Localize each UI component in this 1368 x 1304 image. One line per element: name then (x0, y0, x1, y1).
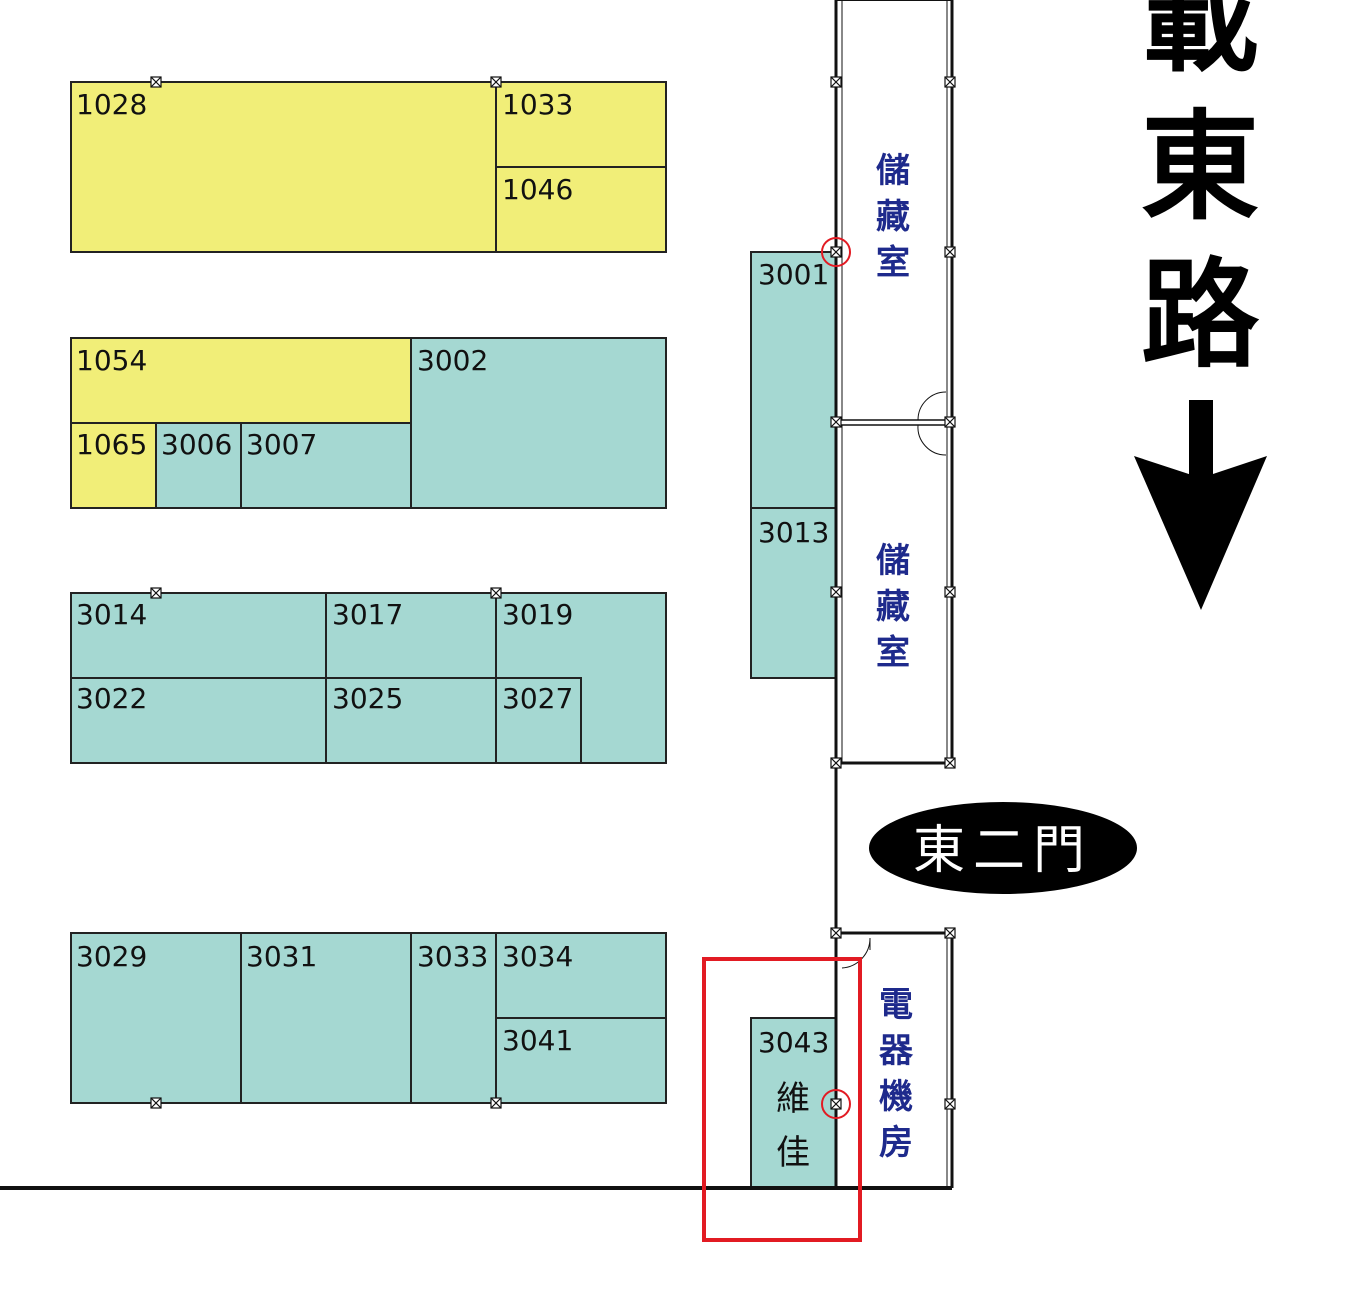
column-marker-cross (830, 586, 842, 598)
label-char: 藏 (876, 587, 910, 627)
booth-number: 1065 (76, 428, 147, 461)
booth-3029[interactable] (70, 932, 242, 1104)
booth-number: 1033 (502, 88, 573, 121)
column-marker-cross (830, 757, 842, 769)
booth-number: 3031 (246, 940, 317, 973)
column-marker-cross (150, 1097, 162, 1109)
label-char: 藏 (876, 197, 910, 237)
booth-number: 3001 (758, 258, 829, 291)
booth-number: 3017 (332, 598, 403, 631)
booth-number: 1054 (76, 344, 147, 377)
building-walls (0, 0, 954, 1190)
booth-3002[interactable] (410, 337, 667, 509)
booth-number: 3006 (161, 428, 232, 461)
booth-number: 3034 (502, 940, 573, 973)
storage-room-label: 儲藏室 (876, 541, 910, 673)
booth-number: 3029 (76, 940, 147, 973)
tenant-char: 佳 (776, 1133, 810, 1173)
booth-number: 3014 (76, 598, 147, 631)
column-markers (150, 76, 956, 1110)
booth-number: 3041 (502, 1024, 573, 1057)
column-marker-cross (490, 1097, 502, 1109)
gate-label: 東二門 (913, 821, 1093, 881)
tenant-name: 維 佳 (776, 1079, 810, 1173)
label-char: 房 (879, 1123, 913, 1163)
east-gate-2[interactable]: 東二門 (869, 802, 1137, 894)
booth-number: 3025 (332, 682, 403, 715)
storage-room-label: 儲藏室 (876, 151, 910, 283)
booth-number: 3007 (246, 428, 317, 461)
booth-3031[interactable] (240, 932, 412, 1104)
label-char: 載 (1141, 0, 1259, 88)
label-char: 路 (1141, 246, 1260, 384)
column-marker-cross (944, 586, 956, 598)
booth-3006[interactable] (155, 422, 242, 509)
column-marker-cross (830, 76, 842, 88)
booth-3022[interactable] (70, 677, 327, 764)
booth-numbers: 1028 1033 1046 1054 1065 3002 3006 3007 … (76, 88, 829, 1059)
booth-1054[interactable] (70, 337, 412, 424)
column-marker-cross (944, 416, 956, 428)
label-char: 儲 (876, 541, 910, 581)
column-marker-cross (944, 757, 956, 769)
column-marker-cross (944, 76, 956, 88)
label-char: 儲 (876, 151, 910, 191)
booth-number: 1028 (76, 88, 147, 121)
label-char: 東 (1141, 98, 1259, 236)
column-marker-cross (944, 1098, 956, 1110)
booth-number: 1046 (502, 173, 573, 206)
booth-3007[interactable] (240, 422, 412, 509)
booth-number: 3022 (76, 682, 147, 715)
booth-1033[interactable] (495, 81, 667, 168)
arrow-down-icon (1134, 400, 1267, 610)
highlight-booth-number: 3043 (758, 1026, 829, 1059)
label-char: 機 (879, 1077, 913, 1117)
highlight-box (702, 957, 862, 1242)
booth-3041[interactable] (495, 1017, 667, 1104)
booth-3017[interactable] (325, 592, 497, 679)
column-marker-cross (830, 1098, 842, 1110)
label-char: 室 (876, 243, 910, 283)
booth-number: 3033 (417, 940, 488, 973)
column-marker-cross (830, 246, 842, 258)
booth-3033[interactable] (410, 932, 497, 1104)
booth-1028[interactable] (70, 81, 497, 253)
booth-number: 3002 (417, 344, 488, 377)
column-marker-cross (150, 587, 162, 599)
fire-hydrant-markers (821, 237, 851, 1119)
road-label: 載東路 (1141, 0, 1260, 384)
column-marker-cross (830, 927, 842, 939)
booth-3027[interactable] (495, 677, 582, 764)
label-char: 室 (876, 633, 910, 673)
booth-number: 3019 (502, 598, 573, 631)
tenant-char: 維 (776, 1079, 810, 1119)
booth-3013[interactable] (750, 507, 837, 679)
booth-number: 3013 (758, 516, 829, 549)
booth-1065[interactable] (70, 422, 157, 509)
booth-1046[interactable] (495, 166, 667, 253)
column-marker-cross (944, 927, 956, 939)
booth-3034[interactable] (495, 932, 667, 1019)
label-char: 電 (879, 985, 913, 1025)
column-marker-cross (150, 76, 162, 88)
label-char: 器 (879, 1031, 914, 1071)
booth-number: 3027 (502, 682, 573, 715)
column-marker-cross (490, 587, 502, 599)
column-marker-cross (830, 416, 842, 428)
column-marker-cross (944, 246, 956, 258)
column-marker-cross (490, 76, 502, 88)
